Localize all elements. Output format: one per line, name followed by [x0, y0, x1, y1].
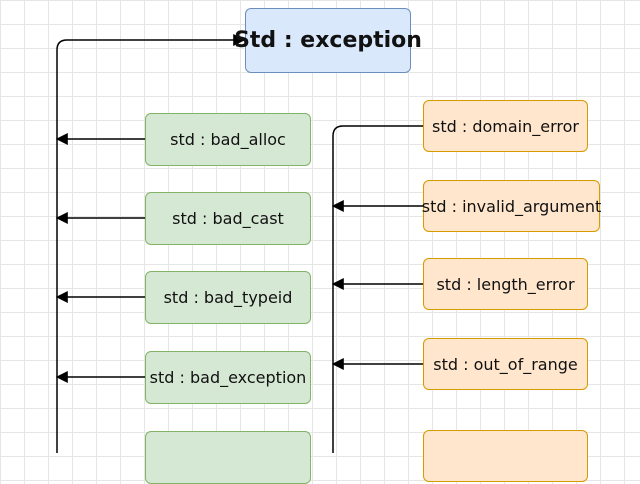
node-invalid-argument[interactable]: std : invalid_argument [421, 180, 602, 232]
node-bad-cast[interactable]: std : bad_cast [145, 192, 311, 245]
node-std-exception[interactable]: Std : exception [234, 8, 422, 73]
node-label: std : bad_cast [172, 209, 284, 228]
node-label: std : bad_alloc [170, 130, 286, 149]
node-out-of-range[interactable]: std : out_of_range [423, 338, 588, 390]
node-label: std : out_of_range [433, 354, 578, 374]
node-label: std : length_error [436, 274, 575, 294]
node-bad-alloc[interactable]: std : bad_alloc [145, 113, 311, 166]
diagram-canvas: Std : exception std : bad_alloc std : ba… [55, 8, 602, 484]
node-bad-typeid[interactable]: std : bad_typeid [145, 271, 311, 324]
node-label: std : bad_exception [149, 368, 307, 387]
node-domain-error[interactable]: std : domain_error [423, 100, 588, 152]
node-label: std : domain_error [432, 116, 579, 136]
node-right-partial[interactable] [423, 430, 588, 482]
node-length-error[interactable]: std : length_error [423, 258, 588, 310]
node-label: std : bad_typeid [163, 288, 293, 307]
connector-right-trunk [332, 125, 423, 453]
node-bad-exception[interactable]: std : bad_exception [145, 351, 311, 404]
node-label: std : invalid_argument [421, 196, 602, 216]
node-label: Std : exception [234, 28, 422, 53]
connector-trunk-to-root [56, 34, 246, 453]
node-left-partial[interactable] [145, 431, 311, 484]
connectors [55, 34, 423, 453]
